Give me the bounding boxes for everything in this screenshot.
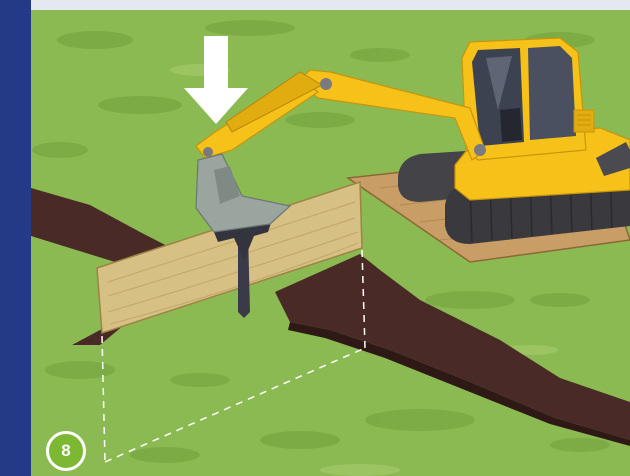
step-number-badge: 8 [46, 431, 86, 471]
engine-vent [574, 110, 594, 132]
bucket-joint [203, 147, 213, 157]
boom-joint [474, 144, 486, 156]
cab-window-side [528, 46, 576, 140]
step-number: 8 [61, 441, 70, 461]
arm-joint [320, 78, 332, 90]
left-sidebar [0, 0, 31, 476]
cab-seat [500, 108, 522, 142]
top-bar [31, 0, 630, 10]
